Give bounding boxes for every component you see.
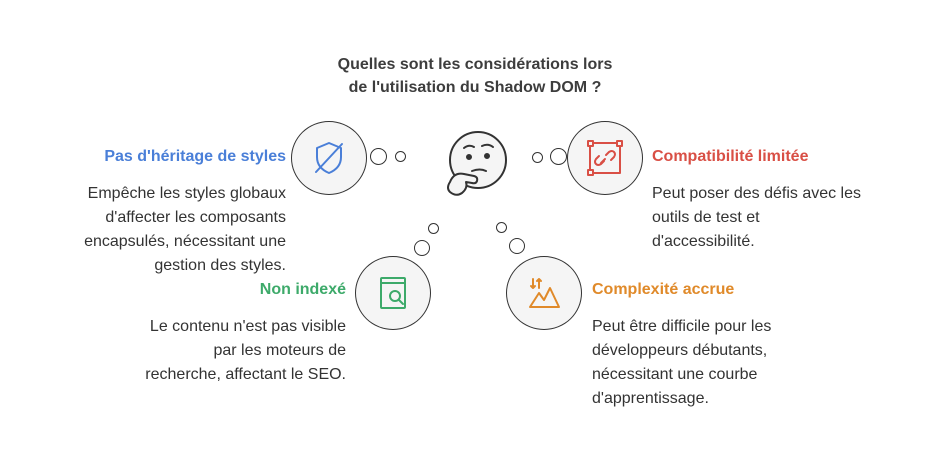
- desc-line: d'accessibilité.: [652, 233, 755, 250]
- heading-increased-complexity: Complexité accrue: [592, 281, 735, 298]
- cloud-not-indexed: [355, 256, 431, 330]
- desc-line: encapsulés, nécessitant une: [84, 233, 286, 250]
- thought-bubble: [532, 152, 543, 163]
- desc-increased-complexity: Peut être difficile pour les développeur…: [592, 315, 771, 411]
- title-line-1: Quelles sont les considérations lors: [337, 56, 613, 73]
- thought-bubble: [496, 222, 507, 233]
- title-line-2: de l'utilisation du Shadow DOM ?: [348, 79, 602, 96]
- desc-line: par les moteurs de: [213, 342, 346, 359]
- thought-bubble: [428, 223, 439, 234]
- desc-line: Empêche les styles globaux: [87, 185, 286, 202]
- desc-line: Peut être difficile pour les: [592, 318, 772, 335]
- desc-line: outils de test et: [652, 209, 760, 226]
- desc-line: Peut poser des défis avec les: [652, 185, 862, 202]
- desc-line: d'affecter les composants: [105, 209, 286, 226]
- desc-line: développeurs débutants,: [592, 342, 768, 359]
- thought-bubble: [395, 151, 406, 162]
- mountain-arrows-icon: [529, 278, 560, 308]
- desc-not-indexed: Le contenu n'est pas visible par les mot…: [145, 315, 346, 387]
- desc-limited-compatibility: Peut poser des défis avec les outils de …: [652, 182, 861, 254]
- cloud-increased-complexity: [506, 256, 582, 330]
- desc-line: Le contenu n'est pas visible: [149, 318, 346, 335]
- cloud-limited-compatibility: [567, 121, 643, 195]
- thought-bubble: [509, 238, 525, 254]
- desc-line: d'apprentissage.: [592, 390, 709, 407]
- heading-not-indexed: Non indexé: [259, 281, 346, 298]
- desc-line: nécessitant une courbe: [592, 366, 758, 383]
- thought-bubble: [414, 240, 430, 256]
- thought-bubble: [370, 148, 387, 165]
- thought-bubble: [550, 148, 567, 165]
- diagram-title: Quelles sont les considérations lors de …: [250, 53, 700, 99]
- book-search-icon: [380, 277, 406, 309]
- heading-limited-compatibility: Compatibilité limitée: [652, 148, 809, 165]
- broken-link-icon: [587, 140, 623, 176]
- thinking-face-icon: [434, 125, 518, 203]
- shield-off-icon: [315, 142, 343, 174]
- desc-line: recherche, affectant le SEO.: [145, 366, 346, 383]
- cloud-no-style-inheritance: [291, 121, 367, 195]
- desc-no-style-inheritance: Empêche les styles globaux d'affecter le…: [84, 182, 286, 278]
- heading-no-style-inheritance: Pas d'héritage de styles: [104, 148, 286, 165]
- desc-line: gestion des styles.: [154, 257, 286, 274]
